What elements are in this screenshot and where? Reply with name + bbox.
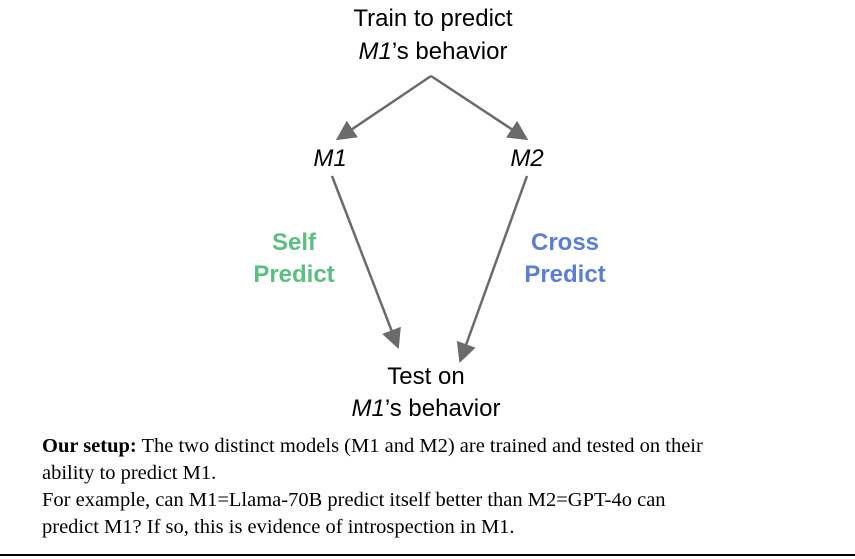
bottom-label-rest: ’s behavior: [385, 395, 501, 422]
model-m2-label: M2: [510, 145, 543, 172]
top-label-line2: M1’s behavior: [359, 38, 508, 65]
bottom-label-line1: Test on: [387, 363, 464, 390]
self-predict-line2: Predict: [253, 261, 334, 288]
model-m1-label: M1: [313, 145, 346, 172]
caption-line-1: Our setup: The two distinct models (M1 a…: [42, 433, 842, 460]
caption-lead: Our setup:: [42, 435, 137, 457]
figure-caption: Our setup: The two distinct models (M1 a…: [42, 433, 842, 541]
caption-line-3: For example, can M1=Llama-70B predict it…: [42, 489, 666, 511]
cross-predict-line2: Predict: [524, 261, 605, 288]
caption-line-4: predict M1? If so, this is evidence of i…: [42, 516, 515, 538]
caption-line-2: ability to predict M1.: [42, 462, 217, 484]
top-label-rest: ’s behavior: [392, 38, 508, 65]
introspection-diagram: Train to predict M1’s behavior M1 M2 Sel…: [253, 5, 605, 422]
caption-line1-rest: The two distinct models (M1 and M2) are …: [136, 435, 703, 457]
self-predict-line1: Self: [272, 229, 317, 256]
cross-predict-line1: Cross: [531, 229, 599, 256]
top-label-line1: Train to predict: [353, 5, 513, 32]
bottom-label-line2: M1’s behavior: [352, 395, 501, 422]
arrow-m1-to-test: [330, 175, 401, 349]
arrow-top-to-m2: [430, 74, 529, 141]
top-label-model: M1: [359, 38, 392, 65]
arrow-top-to-m1: [335, 74, 432, 141]
arrow-m2-to-test: [456, 175, 529, 364]
bottom-label-model: M1: [352, 395, 385, 422]
bottom-divider: [0, 554, 855, 556]
